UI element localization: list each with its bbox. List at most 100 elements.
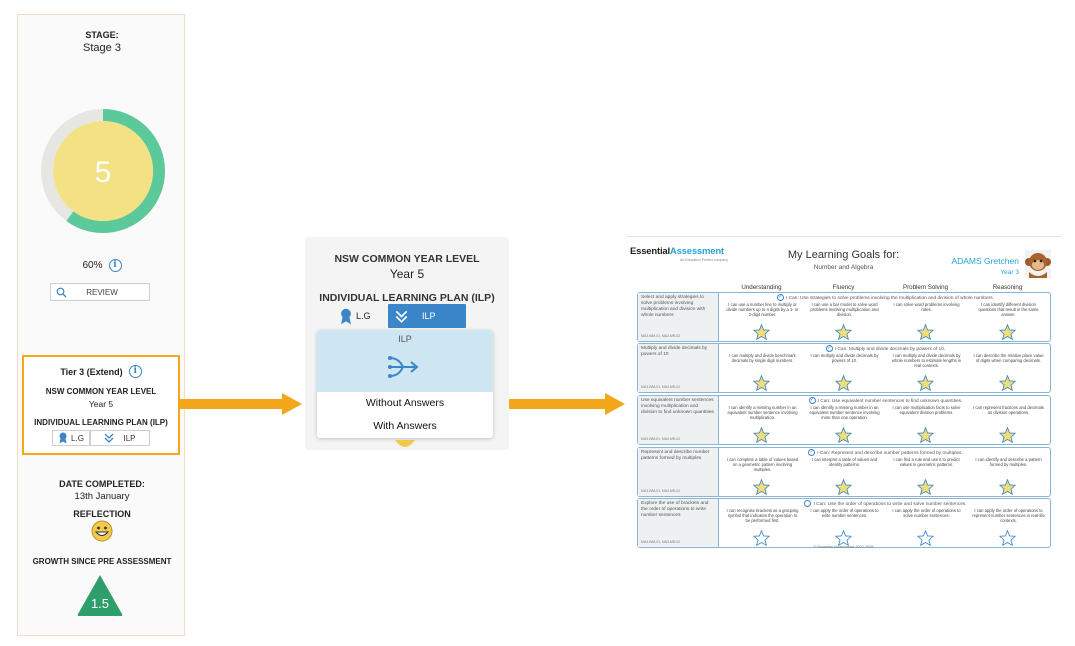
check-circle-icon: ✓ xyxy=(808,449,816,456)
outcome-codes: MA3-WM-01, MA3-MR-02 xyxy=(641,334,681,338)
column-header: Understanding xyxy=(741,284,782,291)
column-header: Fluency xyxy=(832,284,855,291)
info-icon[interactable]: i xyxy=(108,259,122,272)
skill-cell: I can represent fractions and decimals a… xyxy=(968,405,1049,443)
level-gauge: 5 xyxy=(41,109,165,233)
goal-text: I Can: Represent and describe number pat… xyxy=(817,450,963,456)
split-arrows-icon xyxy=(388,356,419,378)
goal-row: Use equivalent number sentences involvin… xyxy=(637,395,1051,445)
growth-label: GROWTH SINCE PRE ASSESSMENT xyxy=(32,557,172,566)
skill-text: I can interpret a table of values and id… xyxy=(811,457,878,467)
star-icon xyxy=(753,324,770,340)
topic-cell: Use equivalent number sentences involvin… xyxy=(638,396,719,444)
skill-text: I can use a number line to multiply or d… xyxy=(726,302,799,317)
skill-cell: I can use a bar model to solve word prob… xyxy=(804,302,885,340)
topic-cell: Select and apply strategies to solve pro… xyxy=(638,293,719,341)
date-completed-value: 13th January xyxy=(74,491,130,502)
column-header: Problem Solving xyxy=(902,284,949,291)
star-icon xyxy=(835,479,852,495)
lg-button[interactable]: L.G xyxy=(339,305,385,327)
plan-title: INDIVIDUAL LEARNING PLAN (ILP) xyxy=(319,292,495,304)
info-icon[interactable]: i xyxy=(128,365,142,378)
star-icon xyxy=(917,324,934,340)
menu-item-without-answers[interactable]: Without Answers xyxy=(365,397,445,409)
learning-goals-report: EssentialAssessment An Education Perfect… xyxy=(626,236,1062,549)
report-logo: EssentialAssessment xyxy=(630,246,724,257)
skill-cell: I can interpret a table of values and id… xyxy=(804,457,885,495)
goal-row: Select and apply strategies to solve pro… xyxy=(637,292,1051,342)
star-icon xyxy=(835,427,852,443)
ilp-label: ILP xyxy=(422,311,436,321)
skill-text: I can identify different division questi… xyxy=(978,302,1039,317)
gauge-fill xyxy=(53,121,153,221)
student-result-panel: STAGE: Stage 3 5 60% i REVIEW Tier 3 (Ex… xyxy=(17,14,185,636)
skill-text: I can multiply and divide benchmark deci… xyxy=(729,353,796,363)
check-circle-icon: ✓ xyxy=(825,345,833,352)
skill-text: I can describe the relative place value … xyxy=(973,353,1044,363)
star-icon xyxy=(835,530,852,546)
ribbon-award-icon xyxy=(59,432,67,444)
ilp-button[interactable]: ILP xyxy=(388,304,466,328)
topic-text: Multiply and divide decimals by powers o… xyxy=(641,346,708,357)
percent-value: 60% xyxy=(82,260,103,271)
star-icon xyxy=(999,375,1016,391)
double-chevron-down-icon xyxy=(395,310,408,323)
skill-cell: I can multiply and divide benchmark deci… xyxy=(722,353,803,391)
skill-cell: I can recognise brackets as a grouping s… xyxy=(722,508,803,546)
skill-text: I can apply the order of operations to s… xyxy=(892,508,961,518)
reflection-label: REFLECTION xyxy=(73,509,131,519)
outcome-codes: MA3-WM-01, MA3-MR-02 xyxy=(641,540,681,544)
date-completed-label: DATE COMPLETED: xyxy=(59,479,145,489)
monkey-avatar-icon xyxy=(1025,250,1051,278)
logo-text-b: Assessment xyxy=(669,246,724,257)
skill-text: I can identify a missing number in an eq… xyxy=(727,405,798,420)
goal-row: Explore the use of brackets and the orde… xyxy=(637,498,1051,548)
skill-cell: I can complete a table of values based o… xyxy=(722,457,803,495)
lg-label: L.G xyxy=(71,433,84,443)
skill-cell: I can use multiplication facts to solve … xyxy=(886,405,967,443)
smiley-face-icon xyxy=(395,440,415,447)
star-icon xyxy=(917,427,934,443)
skill-cell: I can multiply and divide decimals by wh… xyxy=(886,353,967,391)
ilp-button[interactable]: ILP xyxy=(90,430,150,446)
report-title: My Learning Goals for: xyxy=(787,249,900,261)
tier-box: Tier 3 (Extend) i NSW COMMON YEAR LEVEL … xyxy=(22,355,180,455)
skill-cell: I can apply the order of operations to s… xyxy=(886,508,967,546)
skill-text: I can represent fractions and decimals a… xyxy=(973,405,1044,415)
menu-item-with-answers[interactable]: With Answers xyxy=(373,420,437,432)
review-button[interactable]: REVIEW xyxy=(50,283,150,301)
dropdown-header: ILP xyxy=(317,330,493,392)
report-footer: © Essential Assessment 2022-2026 xyxy=(813,545,874,549)
topic-cell: Explore the use of brackets and the orde… xyxy=(638,499,719,547)
outcome-codes: MA3-WM-01, MA3-MR-02 xyxy=(641,489,681,493)
star-icon xyxy=(835,324,852,340)
star-icon xyxy=(753,479,770,495)
skill-cell: I can find a rule and use it to predict … xyxy=(886,457,967,495)
skill-text: I can solve word problems involving rate… xyxy=(893,302,960,312)
ilp-dropdown-menu: ILP Without Answers With Answers xyxy=(317,330,493,438)
goal-text: I Can: Use equivalent number sentences t… xyxy=(817,398,963,404)
lg-button[interactable]: L.G xyxy=(52,430,90,446)
student-name: ADAMS Gretchen xyxy=(951,256,1019,266)
skill-text: I can apply the order of operations to r… xyxy=(972,508,1045,523)
star-icon xyxy=(999,427,1016,443)
star-icon xyxy=(835,375,852,391)
star-icon xyxy=(999,324,1016,340)
topic-text: Explore the use of brackets and the orde… xyxy=(641,501,709,518)
star-icon xyxy=(999,479,1016,495)
skill-cell: I can identify different division questi… xyxy=(968,302,1049,340)
check-circle-icon: ✓ xyxy=(808,397,816,404)
skill-text: I can multiply and divide decimals by wh… xyxy=(891,353,962,368)
growth-triangle xyxy=(77,575,123,616)
level-title: NSW COMMON YEAR LEVEL xyxy=(45,387,157,396)
search-icon xyxy=(56,287,67,297)
goal-text: I Can: Multiply and divide decimals by p… xyxy=(834,346,946,352)
lg-label: L.G xyxy=(356,311,371,321)
skill-text: I can use multiplication facts to solve … xyxy=(892,405,961,415)
goal-row: Multiply and divide decimals by powers o… xyxy=(637,343,1051,393)
double-chevron-down-icon xyxy=(105,433,114,443)
skill-cell: I can solve word problems involving rate… xyxy=(886,302,967,340)
star-icon xyxy=(753,530,770,546)
skill-cell: I can describe the relative place value … xyxy=(968,353,1049,391)
level-title: NSW COMMON YEAR LEVEL xyxy=(334,253,480,265)
